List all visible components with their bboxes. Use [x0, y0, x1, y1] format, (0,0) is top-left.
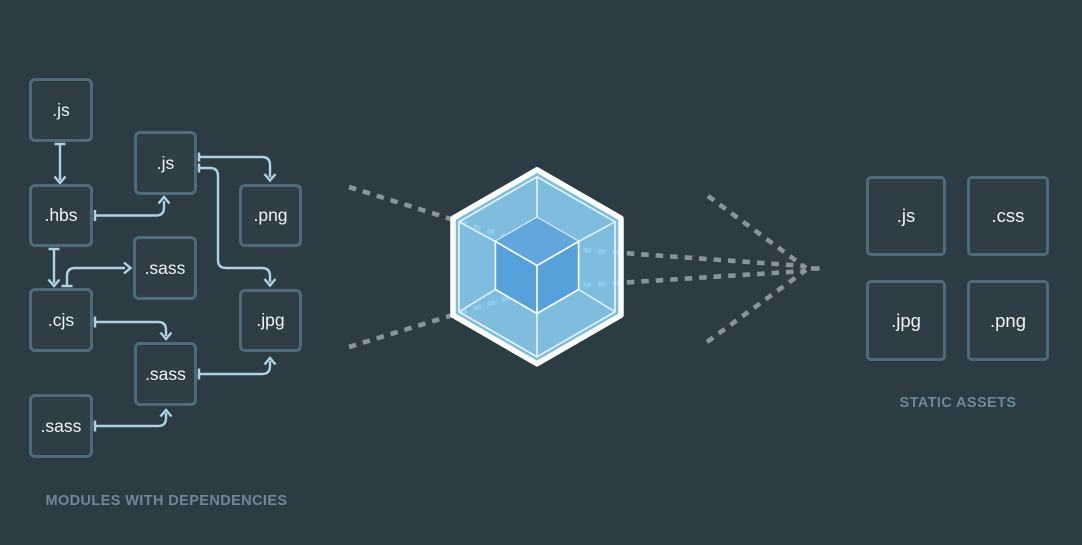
arrow-js1-to-hbs	[53, 142, 67, 185]
module-box-label: .hbs	[44, 205, 78, 225]
dashed-arrowhead-lower	[705, 268, 808, 344]
module-box-label: .sass	[144, 257, 186, 278]
asset-box-label: .css	[991, 205, 1025, 226]
module-box-cjs: .cjs	[29, 288, 93, 352]
module-box-label: .js	[52, 99, 70, 120]
webpack-cube-icon	[450, 167, 624, 367]
module-box-label: .sass	[145, 363, 186, 384]
module-box-sass-1: .sass	[133, 236, 197, 300]
modules-section-title: MODULES WITH DEPENDENCIES	[45, 493, 288, 509]
module-box-label: .jpg	[256, 310, 285, 330]
arrow-js2-to-png	[197, 152, 277, 183]
arrow-hbs-to-cjs	[47, 247, 61, 288]
arrow-cjs-to-sass1	[61, 261, 133, 288]
dashed-arrowhead-upper	[706, 194, 808, 270]
logo-inner-cube-edges	[495, 240, 579, 314]
module-box-label: .cjs	[47, 309, 75, 330]
module-box-hbs: .hbs	[29, 184, 93, 247]
assets-section-title: STATIC ASSETS	[899, 395, 1017, 411]
module-box-label: .png	[253, 205, 288, 225]
asset-box-label: .js	[896, 205, 916, 226]
asset-box-png: .png	[967, 280, 1049, 361]
module-box-sass-3: .sass	[29, 394, 93, 458]
arrow-sass2-to-jpg	[197, 356, 277, 380]
arrow-sass3-to-sass2	[93, 408, 173, 432]
asset-box-js: .js	[866, 176, 946, 256]
module-box-js-1: .js	[29, 78, 93, 142]
arrow-js2-to-jpg	[197, 163, 277, 288]
module-box-label: .sass	[40, 415, 82, 436]
module-box-label: .js	[156, 152, 175, 173]
logo-wireframe-edges	[458, 176, 616, 357]
module-box-sass-2: .sass	[134, 342, 197, 406]
module-box-js-2: .js	[134, 131, 197, 195]
module-box-png: .png	[239, 184, 302, 247]
asset-box-jpg: .jpg	[866, 280, 946, 361]
module-box-jpg: .jpg	[239, 289, 302, 352]
asset-box-label: .png	[989, 309, 1026, 331]
asset-box-label: .jpg	[891, 309, 921, 331]
arrow-hbs-to-js2	[93, 195, 171, 221]
dependency-arrows	[47, 142, 277, 432]
arrow-cjs-to-sass2	[93, 316, 173, 341]
asset-box-css: .css	[967, 176, 1049, 256]
